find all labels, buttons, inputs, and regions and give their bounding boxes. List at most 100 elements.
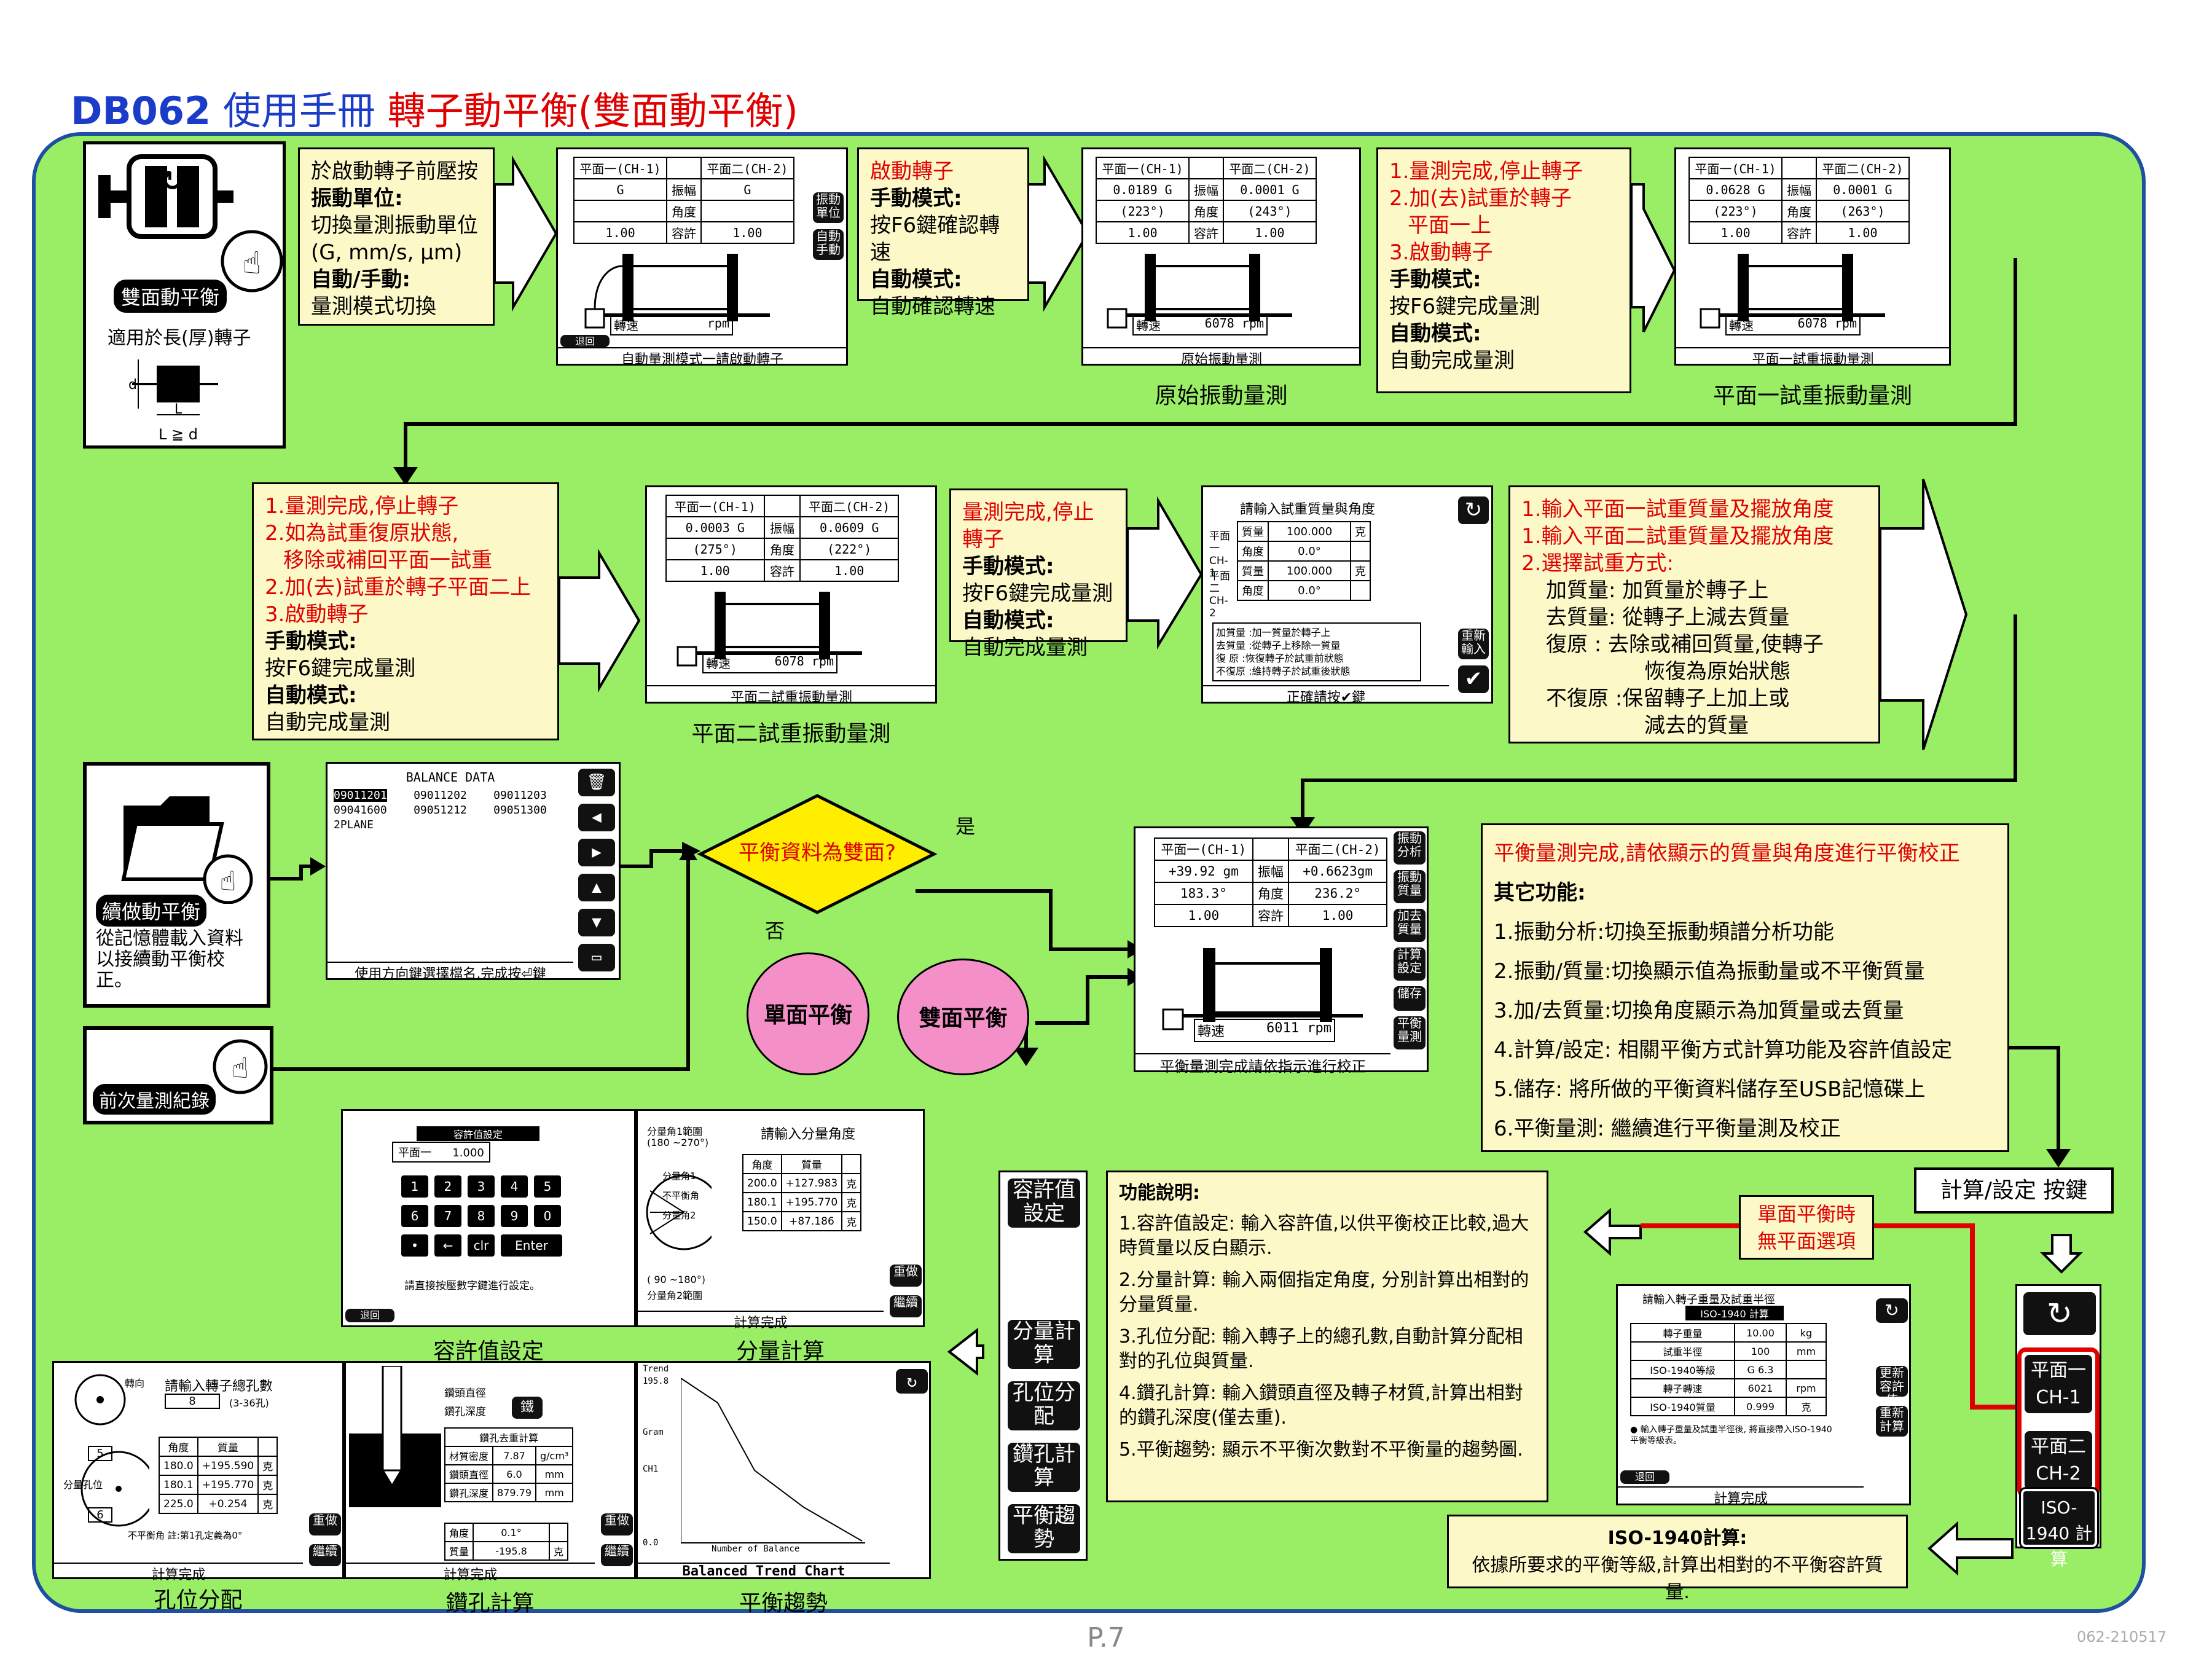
calc-settings-key[interactable]: 計算設定 bbox=[1394, 947, 1426, 981]
drill-k3: 鑽孔深度 bbox=[444, 1483, 494, 1502]
keypad-key[interactable]: clr bbox=[468, 1234, 495, 1257]
dual-plane-circle[interactable]: 雙面平衡 bbox=[897, 959, 1029, 1075]
redo-key[interactable]: 重做 bbox=[309, 1513, 341, 1535]
update-tolerance-key[interactable]: 更新容許值 bbox=[1876, 1366, 1908, 1406]
keypad-key[interactable]: 9 bbox=[501, 1205, 528, 1227]
split-range2-label: 分量角2範圍 bbox=[647, 1290, 703, 1301]
add-remove-mass-key[interactable]: 加去質量 bbox=[1394, 909, 1426, 942]
keypad-key[interactable]: 5 bbox=[534, 1175, 561, 1198]
ch1-tol: 1.00 bbox=[1095, 221, 1190, 244]
keypad-key[interactable]: 6 bbox=[401, 1205, 428, 1227]
back-key[interactable]: 退回 bbox=[1620, 1470, 1669, 1484]
speed-readout: 轉速 6078 rpm bbox=[1132, 314, 1268, 335]
return-icon[interactable]: ↻ bbox=[1876, 1298, 1908, 1323]
redo-key[interactable]: 重做 bbox=[890, 1265, 922, 1287]
tol-input[interactable]: 平面一 1.000 bbox=[392, 1142, 490, 1163]
note4-line8: 自動模式: bbox=[265, 683, 357, 708]
prev-record-card[interactable]: ☝ 前次量測紀錄 bbox=[83, 1026, 273, 1124]
split-angle1[interactable]: 200.0 bbox=[742, 1173, 782, 1193]
return-icon[interactable]: ↻ bbox=[896, 1369, 928, 1394]
screen-hole-distribution: 請輸入轉子總孔數 轉向 8 (3-36孔) 5 分量孔位 6 角度質量 180.… bbox=[52, 1361, 344, 1583]
back-key[interactable]: 退回 bbox=[345, 1309, 394, 1322]
continue-key[interactable]: 繼續 bbox=[890, 1295, 922, 1317]
keypad-key[interactable]: 1 bbox=[401, 1175, 428, 1198]
hole-count-input[interactable]: 8 bbox=[165, 1394, 220, 1409]
file-item[interactable]: 2PLANE bbox=[334, 818, 374, 831]
auto-manual-key[interactable]: 自動手動 bbox=[813, 229, 844, 260]
file-item[interactable]: 09051300 bbox=[493, 804, 547, 817]
recalc-key[interactable]: 重新計算 bbox=[1876, 1406, 1908, 1437]
keypad-key[interactable]: • bbox=[401, 1234, 428, 1257]
down-icon[interactable]: ▼ bbox=[578, 909, 615, 936]
trend-key[interactable]: 平衡趨勢 bbox=[1008, 1504, 1080, 1553]
iso-key[interactable]: ISO-1940 計算 bbox=[2019, 1487, 2099, 1569]
plane2-key[interactable]: 平面二 CH-2 bbox=[2025, 1431, 2092, 1489]
return-icon[interactable]: ↻ bbox=[2023, 1292, 2096, 1335]
next-icon[interactable]: ▶ bbox=[578, 839, 615, 866]
note2-line2: 手動模式: bbox=[870, 186, 962, 211]
keypad-key[interactable]: 2 bbox=[434, 1175, 461, 1198]
ch1-value: 0.0003 G bbox=[665, 516, 765, 539]
option-keep[interactable]: 不復原 :維持轉子於試重後狀態 bbox=[1216, 665, 1351, 677]
keypad-key[interactable]: Enter bbox=[501, 1234, 562, 1257]
return-icon[interactable]: ↻ bbox=[1458, 496, 1489, 524]
iso-v3[interactable]: G 6.3 bbox=[1734, 1360, 1787, 1379]
calc-menu-column: 容許值設定 分量計算 孔位分配 鑽孔計算 平衡趨勢 bbox=[998, 1171, 1088, 1561]
iso-v2[interactable]: 100 bbox=[1734, 1341, 1787, 1361]
file-item[interactable]: 09051212 bbox=[414, 804, 467, 817]
note1-line1: 於啟動轉子前壓按 bbox=[311, 159, 478, 184]
keypad-key[interactable]: 7 bbox=[434, 1205, 461, 1227]
up-icon[interactable]: ▲ bbox=[578, 874, 615, 901]
option-remove[interactable]: 去質量 :從轉子上移除一質量 bbox=[1216, 640, 1341, 651]
speed-value: 6078 rpm bbox=[1204, 316, 1264, 331]
split-angle3[interactable]: 150.0 bbox=[742, 1211, 782, 1231]
prev-icon[interactable]: ◀ bbox=[578, 804, 615, 831]
file-item[interactable]: 09011201 bbox=[334, 789, 387, 802]
option-restore[interactable]: 復 原 :恢復轉子於試重前狀態 bbox=[1216, 653, 1344, 664]
keypad-key[interactable]: 0 bbox=[534, 1205, 561, 1227]
drill-label1: 鑽頭直徑 bbox=[444, 1387, 486, 1400]
keypad-key[interactable]: 8 bbox=[468, 1205, 495, 1227]
plane2-mass[interactable]: 100.000 bbox=[1268, 560, 1351, 581]
redo-key[interactable]: 重做 bbox=[601, 1513, 633, 1535]
vibration-analysis-key[interactable]: 振動分析 bbox=[1394, 831, 1426, 865]
note-plane1-trial: 1.量測完成,停止轉子 2.加(去)試重於轉子 平面一上 3.啟動轉子 手動模式… bbox=[1376, 147, 1631, 393]
split-labels: 分量角1 不平衡角 分量角2 bbox=[662, 1166, 699, 1225]
keypad-key[interactable]: ← bbox=[434, 1234, 461, 1257]
confirm-check-icon[interactable]: ✔ bbox=[1458, 665, 1489, 693]
plane1-key[interactable]: 平面一 CH-1 bbox=[2025, 1355, 2092, 1413]
balance-measure-key[interactable]: 平衡量測 bbox=[1394, 1016, 1426, 1049]
reenter-key[interactable]: 重新輸入 bbox=[1458, 629, 1489, 659]
split-key[interactable]: 分量計算 bbox=[1008, 1320, 1080, 1369]
drill-u5: 克 bbox=[549, 1541, 569, 1561]
continue-key[interactable]: 繼續 bbox=[309, 1544, 341, 1566]
file-item[interactable]: 09011202 bbox=[414, 789, 467, 802]
drill-key[interactable]: 鑽孔計算 bbox=[1008, 1443, 1080, 1492]
tolerance-key[interactable]: 容許值設定 bbox=[1008, 1179, 1080, 1228]
vibration-unit-key[interactable]: 振動單位 bbox=[813, 192, 844, 223]
back-key[interactable]: 退回 bbox=[560, 335, 610, 347]
hole-key[interactable]: 孔位分配 bbox=[1008, 1381, 1080, 1430]
plane1-mass[interactable]: 100.000 bbox=[1268, 521, 1351, 542]
plane2-angle[interactable]: 0.0° bbox=[1268, 580, 1351, 601]
option-add[interactable]: 加質量 :加一質量於轉子上 bbox=[1216, 627, 1331, 638]
right-key-column: ↻ 平面一 CH-1 平面二 CH-2 ISO-1940 計算 bbox=[2015, 1284, 2101, 1569]
continue-key[interactable]: 繼續 bbox=[601, 1544, 633, 1566]
file-item[interactable]: 09041600 bbox=[334, 804, 387, 817]
drill-v2[interactable]: 6.0 bbox=[492, 1464, 536, 1484]
vibration-mass-key[interactable]: 振動質量 bbox=[1394, 870, 1426, 903]
drill-k4: 角度 bbox=[444, 1523, 474, 1542]
keypad-key[interactable]: 4 bbox=[501, 1175, 528, 1198]
single-plane-circle[interactable]: 單面平衡 bbox=[747, 952, 869, 1075]
split-mass1: +127.983 bbox=[780, 1173, 843, 1193]
folder-open-icon[interactable]: ▭ bbox=[578, 944, 615, 971]
keypad-key[interactable]: 3 bbox=[468, 1175, 495, 1198]
note8-line1: 1.容許值設定: 輸入容許值,以供平衡校正比較,過大時質量以反白顯示. bbox=[1119, 1213, 1529, 1259]
material-key[interactable]: 鐵 bbox=[512, 1397, 543, 1419]
continue-balance-card[interactable]: ☝ 續做動平衡 從記憶體載入資料以接續動平衡校正。 bbox=[83, 762, 270, 1008]
save-key[interactable]: 儲存 bbox=[1394, 986, 1426, 1011]
file-item[interactable]: 09011203 bbox=[493, 789, 547, 802]
iso-v1[interactable]: 10.00 bbox=[1734, 1323, 1787, 1343]
trash-icon[interactable]: 🗑 bbox=[578, 769, 615, 796]
plane1-angle[interactable]: 0.0° bbox=[1268, 541, 1351, 562]
